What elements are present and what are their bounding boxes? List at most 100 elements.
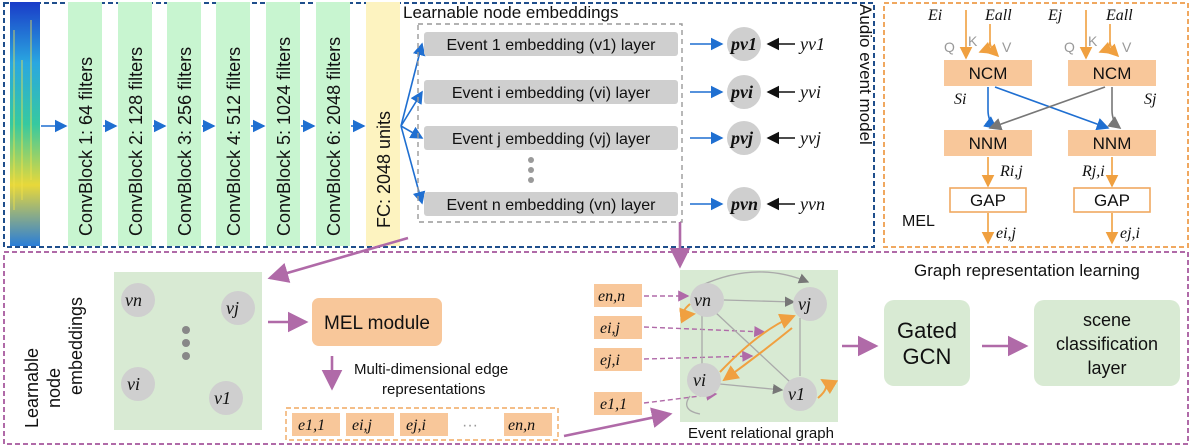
edge-chips: [292, 413, 552, 436]
convblock-2: ConvBlock 2: 128 filters: [118, 2, 152, 246]
node-emb-circles: [121, 283, 255, 415]
mel-module: MEL module: [312, 298, 442, 346]
scene-label-1: scene: [1083, 310, 1131, 330]
gap-i-label: GAP: [970, 191, 1006, 210]
edge-eji: ej,i: [406, 417, 426, 434]
edge-input-chips: [594, 284, 642, 415]
node-emb-label-3: embeddings: [66, 297, 86, 395]
node-ellipsis: [182, 326, 190, 360]
event-1-label: Event 1 embedding (v1) layer: [447, 37, 657, 54]
convblock-6: ConvBlock 6: 2048 filters: [316, 2, 350, 246]
nnm-j: NNM: [1068, 130, 1156, 156]
graph-node-vn: vn: [694, 290, 711, 310]
audio-model-title: Audio event model: [856, 4, 875, 145]
fc-layer: FC: 2048 units: [366, 2, 400, 246]
gated-gcn-label-1: Gated: [897, 318, 957, 343]
p-vi: pvi: [729, 82, 753, 102]
mel-rji: Rj,i: [1081, 163, 1105, 180]
gap-i: GAP: [949, 187, 1027, 213]
node-vi: vi: [127, 374, 140, 394]
ncm-j: NCM: [1068, 60, 1156, 86]
node-v1: v1: [214, 388, 231, 408]
nnm-i-label: NNM: [969, 134, 1008, 153]
edges-to-graph-arrow: [563, 407, 673, 438]
graph-node-vj: vj: [798, 294, 811, 314]
mel-q-2: Q: [1064, 39, 1075, 55]
gated-gcn-label-2: GCN: [903, 344, 952, 369]
relational-graph-label: Event relational graph: [688, 425, 834, 442]
mel-label: MEL: [902, 213, 935, 230]
edge-rep-label-2: representations: [382, 381, 485, 398]
event-j-label: Event j embedding (vj) layer: [452, 131, 651, 148]
p-vj: pvj: [729, 128, 754, 148]
convblock-3: ConvBlock 3: 256 filters: [167, 2, 201, 246]
mel-nnm-gap-arrows: [981, 157, 1119, 188]
embeddings-title: Learnable node embeddings: [403, 3, 619, 22]
label-arrows: [766, 37, 795, 211]
edge-input-enn: en,n: [598, 288, 625, 305]
y-vj: yvj: [798, 128, 821, 148]
convblock-1-label: ConvBlock 1: 64 filters: [76, 57, 96, 236]
node-vj: vj: [226, 298, 239, 318]
convblock-3-label: ConvBlock 3: 256 filters: [175, 47, 195, 236]
edge-input-eij: ei,j: [600, 320, 621, 337]
mel-rij: Ri,j: [999, 163, 1023, 180]
scene-label-2: classification: [1056, 334, 1158, 354]
mel-module-label: MEL module: [324, 313, 430, 334]
mel-eji: ej,i: [1120, 225, 1140, 242]
scene-label-3: layer: [1087, 358, 1126, 378]
p-vn: pvn: [729, 194, 758, 214]
event-1-layer: Event 1 embedding (v1) layer: [424, 32, 678, 56]
graph-orange-edges: [679, 303, 839, 399]
edge-row-frame: [285, 407, 559, 441]
convblock-5: ConvBlock 5: 1024 filters: [266, 2, 300, 246]
edge-eij: ei,j: [352, 417, 373, 434]
graph-node-vi: vi: [693, 370, 706, 390]
ncm-j-label: NCM: [1093, 64, 1132, 83]
mel-q-1: Q: [944, 39, 955, 55]
node-emb-label-1: Learnable: [22, 348, 42, 428]
mel-output-arrows: [981, 213, 1119, 245]
nnm-j-label: NNM: [1093, 134, 1132, 153]
gated-gcn-box: Gated GCN: [884, 300, 970, 386]
spectrogram-texture: [13, 20, 32, 210]
event-j-layer: Event j embedding (vj) layer: [424, 126, 678, 150]
prob-nodes: [727, 27, 761, 221]
edge-ellipsis: ···: [462, 417, 478, 434]
event-ellipsis: [528, 157, 534, 183]
scene-classification-box: scene classification layer: [1034, 300, 1180, 386]
mel-cross-arrows: [983, 86, 1122, 131]
edge-rep-label-1: Multi-dimensional edge: [354, 361, 508, 378]
convblock-4-label: ConvBlock 4: 512 filters: [224, 47, 244, 236]
event-n-label: Event n embedding (vn) layer: [447, 197, 657, 214]
audio-model-frame: [3, 2, 875, 248]
edge-e11: e1,1: [298, 417, 325, 434]
mel-input-ej: Ej: [1047, 7, 1063, 24]
edge-input-eji: ej,i: [600, 352, 620, 369]
spectrogram-image: [10, 2, 40, 246]
mel-frame: [883, 2, 1189, 248]
y-vi: yvi: [798, 82, 821, 102]
node-emb-label-2: node: [44, 368, 64, 408]
graph-node-v1: v1: [788, 384, 805, 404]
mel-input-eall-1: Eall: [984, 7, 1012, 24]
convblock-5-label: ConvBlock 5: 1024 filters: [274, 37, 294, 236]
convblock-1: ConvBlock 1: 64 filters: [68, 2, 102, 246]
embeddings-frame: [417, 23, 683, 223]
mel-v-1: V: [1002, 39, 1012, 55]
mel-k-1: K: [968, 33, 978, 49]
convblock-4: ConvBlock 4: 512 filters: [216, 2, 250, 246]
y-vn: yvn: [798, 194, 825, 214]
mel-v-2: V: [1122, 39, 1132, 55]
convblock-2-label: ConvBlock 2: 128 filters: [126, 47, 146, 236]
convblock-6-label: ConvBlock 6: 2048 filters: [324, 37, 344, 236]
mel-sj: Sj: [1144, 91, 1157, 108]
event-i-layer: Event i embedding (vi) layer: [424, 80, 678, 104]
mel-input-eall-2: Eall: [1105, 7, 1133, 24]
edge-input-e11: e1,1: [600, 396, 627, 413]
top-to-bottom-arrows: [267, 222, 691, 283]
edge-enn: en,n: [508, 417, 535, 434]
y-v1: yv1: [798, 34, 825, 54]
graph-node-circles: [687, 283, 827, 411]
